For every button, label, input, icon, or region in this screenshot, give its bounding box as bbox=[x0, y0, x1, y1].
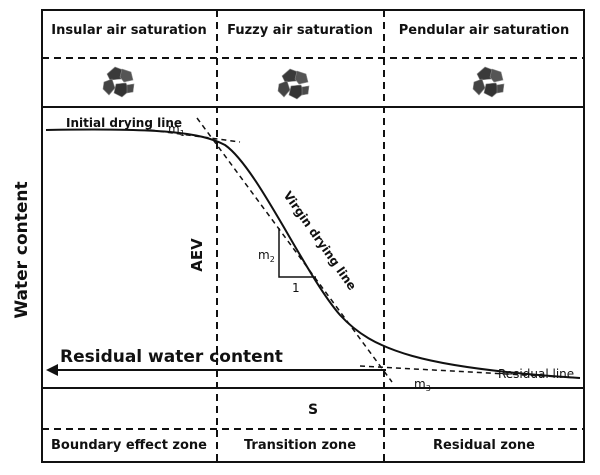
residual-water-arrowhead bbox=[46, 364, 58, 376]
m2-main: m bbox=[258, 248, 270, 262]
m1-label: m1 bbox=[168, 122, 185, 138]
x-axis-label: S bbox=[308, 402, 318, 418]
outer-frame bbox=[41, 9, 585, 463]
soil-particle-icon-insular bbox=[102, 66, 135, 98]
residual-water-content-label: Residual water content bbox=[60, 347, 283, 367]
m3-sub: 3 bbox=[426, 384, 431, 393]
soil-particle-icon-pendular bbox=[472, 66, 505, 98]
aev-label: AEV bbox=[188, 238, 206, 272]
phase-insular-label: Insular air saturation bbox=[51, 23, 206, 38]
swcc-curve bbox=[45, 128, 581, 379]
m2-label: m2 bbox=[258, 248, 275, 264]
zone-transition-label: Transition zone bbox=[244, 438, 356, 453]
m1-main: m bbox=[168, 122, 180, 136]
m1-sub: 1 bbox=[180, 129, 185, 138]
initial-drying-line-label: Initial drying line bbox=[66, 116, 182, 130]
virgin-drying-tangent bbox=[196, 117, 393, 383]
m3-main: m bbox=[414, 377, 426, 391]
soil-particle-icon-fuzzy bbox=[277, 68, 310, 100]
phase-fuzzy-label: Fuzzy air saturation bbox=[227, 23, 373, 38]
phase-pendular-label: Pendular air saturation bbox=[399, 23, 570, 38]
residual-line-label: Residual line bbox=[498, 367, 574, 381]
m3-label: m3 bbox=[414, 377, 431, 393]
slope-run-label: 1 bbox=[292, 281, 300, 295]
slope-triangle bbox=[278, 228, 316, 278]
zone-boundary-label: Boundary effect zone bbox=[51, 438, 207, 453]
m2-sub: 2 bbox=[270, 255, 275, 264]
y-axis-label: Water content bbox=[12, 181, 32, 318]
zone-residual-label: Residual zone bbox=[433, 438, 535, 453]
